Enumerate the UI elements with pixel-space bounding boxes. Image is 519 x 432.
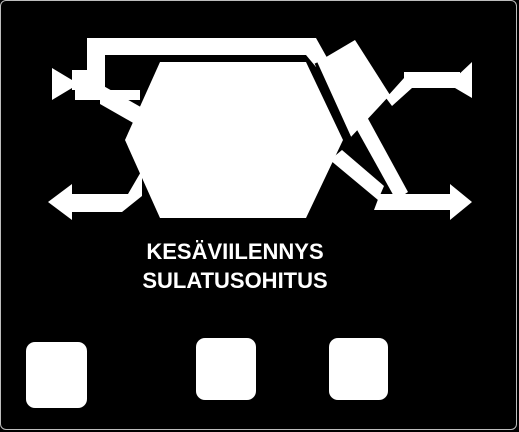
right-button[interactable] bbox=[329, 338, 388, 400]
bypass-duct-icon bbox=[75, 38, 330, 100]
heat-exchanger-icon bbox=[125, 62, 343, 218]
status-line-summer-cooling: KESÄVIILENNYS bbox=[146, 239, 324, 264]
left-button[interactable] bbox=[26, 342, 87, 408]
status-line-defrost-bypass: SULATUSOHITUS bbox=[142, 268, 328, 293]
supply-air-arrow-icon bbox=[48, 170, 142, 220]
exhaust-air-arrow-icon bbox=[374, 184, 472, 220]
outdoor-air-intake-icon bbox=[52, 68, 72, 100]
bypass-damper-icon bbox=[316, 40, 390, 138]
middle-button[interactable] bbox=[196, 338, 256, 400]
